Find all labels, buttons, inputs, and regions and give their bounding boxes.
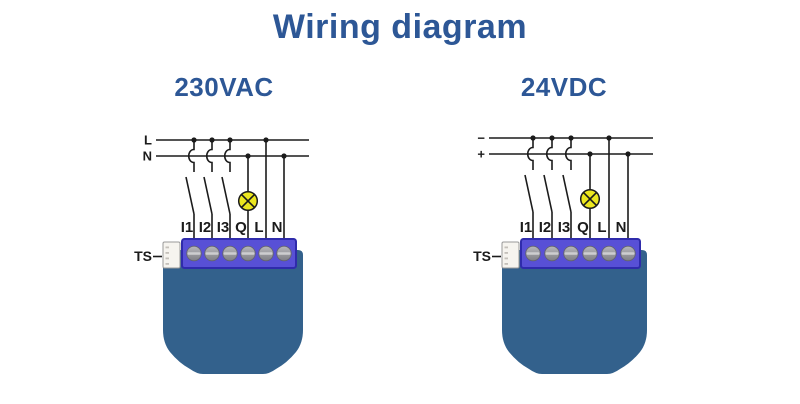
- ts-label: TS: [473, 248, 491, 264]
- device-body: [502, 250, 647, 374]
- ts-connector-pin: [504, 263, 508, 265]
- switch-blade: [524, 174, 534, 213]
- ts-connector-pin: [165, 263, 169, 265]
- terminal-label-q: Q: [577, 219, 589, 236]
- supply-label-top: L: [144, 133, 152, 148]
- ts-connector: [162, 241, 181, 269]
- switch-blade: [543, 174, 553, 213]
- terminal-screw-slot: [621, 252, 635, 255]
- switch-blade: [221, 176, 231, 215]
- switch-wire-hop: [205, 140, 213, 172]
- terminal-label-i3: I3: [217, 219, 230, 236]
- terminal-screw-slot: [602, 252, 616, 255]
- terminal-label-l: L: [254, 219, 263, 236]
- ts-label: TS: [134, 248, 152, 264]
- switch-blade: [185, 176, 195, 215]
- terminal-screw-slot: [526, 252, 540, 255]
- heading-24vdc: 24VDC: [520, 72, 608, 102]
- terminal-label-i1: I1: [181, 219, 194, 236]
- terminal-screw-slot: [187, 252, 201, 255]
- heading-230vac: 230VAC: [174, 72, 274, 102]
- terminal-label-i3: I3: [558, 219, 571, 236]
- terminal-screw-slot: [259, 252, 273, 255]
- ts-connector-pin: [504, 257, 508, 260]
- terminal-screw-slot: [277, 252, 291, 255]
- terminal-label-i1: I1: [520, 219, 533, 236]
- ts-connector: [501, 241, 520, 269]
- terminal-label-n: N: [272, 219, 283, 236]
- terminal-label-i2: I2: [539, 219, 552, 236]
- lamp-cross: [240, 193, 256, 209]
- switch-wire-hop: [223, 140, 231, 172]
- ts-connector-pin: [165, 252, 169, 254]
- switch-blade: [203, 176, 213, 215]
- lamp-cross: [582, 191, 598, 207]
- switch-wire-hop: [187, 140, 195, 172]
- terminal-label-i2: I2: [199, 219, 212, 236]
- terminal-label-q: Q: [235, 219, 247, 236]
- ts-connector-pin: [165, 246, 169, 249]
- terminal-screw-slot: [583, 252, 597, 255]
- ts-connector-pin: [165, 257, 169, 260]
- ts-connector-pin: [504, 246, 508, 249]
- terminal-screw-slot: [223, 252, 237, 255]
- terminal-label-l: L: [597, 219, 606, 236]
- switch-wire-hop: [564, 138, 572, 170]
- supply-label-top: −: [477, 131, 485, 146]
- terminal-label-n: N: [616, 219, 627, 236]
- switch-wire-hop: [526, 138, 534, 170]
- switch-wire-hop: [545, 138, 553, 170]
- terminal-screw-slot: [545, 252, 559, 255]
- page-title: Wiring diagram: [272, 8, 528, 46]
- ts-connector-pin: [504, 252, 508, 254]
- terminal-screw-slot: [564, 252, 578, 255]
- supply-label-bottom: +: [477, 147, 485, 162]
- terminal-screw-slot: [205, 252, 219, 255]
- device-body: [163, 250, 303, 374]
- supply-label-bottom: N: [143, 149, 152, 164]
- terminal-screw-slot: [241, 252, 255, 255]
- switch-blade: [562, 174, 572, 213]
